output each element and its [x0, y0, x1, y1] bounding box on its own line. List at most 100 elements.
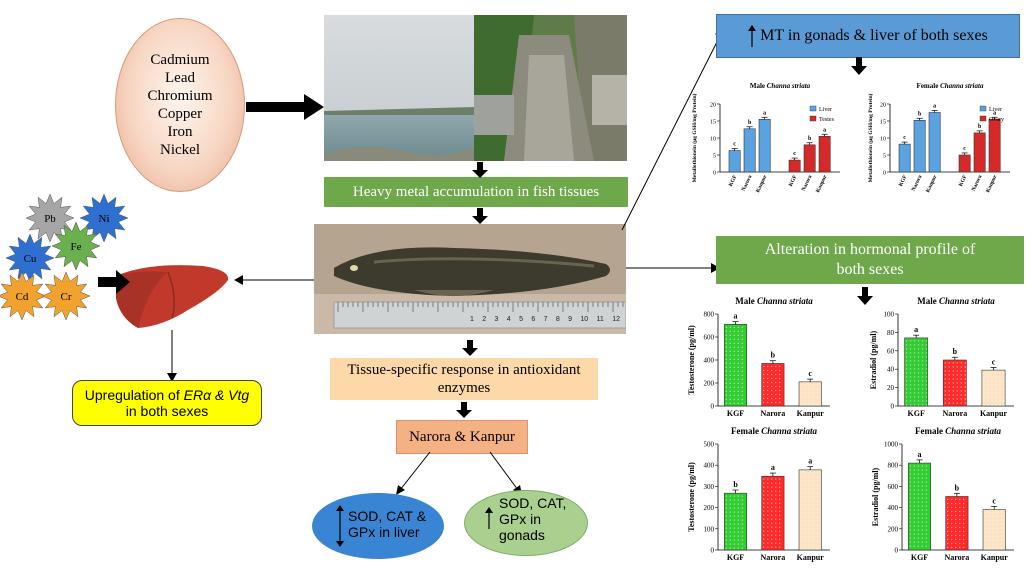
- bar-texture: [729, 358, 732, 361]
- bar-texture: [917, 392, 920, 394]
- bar-texture: [812, 496, 814, 498]
- bar-texture: [778, 369, 781, 372]
- bar-texture: [954, 514, 957, 517]
- bar-texture: [729, 398, 732, 401]
- bar-texture: [983, 372, 985, 374]
- bar-texture: [913, 477, 916, 479]
- significance-letter: a: [808, 457, 812, 466]
- bar-texture: [954, 518, 957, 521]
- chart-testosterone-male: Male Channa striata0200400600800Testoste…: [687, 296, 830, 418]
- bar-texture: [741, 382, 744, 385]
- bar-texture: [950, 534, 953, 537]
- bar-texture: [725, 354, 728, 357]
- bar-texture: [952, 366, 954, 368]
- bar-texture: [909, 376, 912, 378]
- bar-texture: [954, 546, 957, 549]
- bar-texture: [917, 545, 920, 547]
- bar-texture: [729, 543, 732, 545]
- legend-swatch: [979, 115, 987, 122]
- bar-texture: [737, 350, 740, 353]
- bar-texture: [741, 511, 744, 513]
- bar-texture: [999, 376, 1001, 378]
- bar-texture: [913, 396, 916, 398]
- bar-texture: [725, 398, 728, 401]
- bar-texture: [921, 509, 924, 511]
- bar-texture: [954, 506, 957, 509]
- bar-texture: [741, 543, 744, 545]
- bar-texture: [984, 531, 986, 534]
- bar-texture: [812, 516, 814, 518]
- ruler-number: 5: [519, 316, 523, 323]
- significance-letter: a: [823, 127, 826, 133]
- bar-texture: [917, 505, 920, 507]
- bar-texture: [766, 373, 769, 376]
- bar-texture: [804, 396, 806, 398]
- bar-texture: [770, 482, 773, 484]
- bar-texture: [766, 381, 769, 384]
- y-tick-label: 200: [704, 380, 715, 388]
- bar-texture: [992, 539, 994, 542]
- y-tick-label: 600: [888, 483, 899, 491]
- arrow-liver-to-upregulation: [167, 330, 177, 382]
- bar-texture: [996, 511, 998, 514]
- bar-texture: [800, 472, 802, 474]
- bar-texture: [800, 392, 802, 394]
- bar: [788, 159, 801, 173]
- bar-texture: [804, 532, 806, 534]
- bar-texture: [741, 378, 744, 381]
- liver-illustration: [116, 265, 229, 328]
- bar-texture: [800, 492, 802, 494]
- bar-texture: [960, 382, 962, 384]
- x-tick-label: KGF: [727, 409, 744, 418]
- bar-texture: [804, 392, 806, 394]
- bar-texture: [762, 482, 765, 484]
- bar-texture: [741, 507, 744, 509]
- bar-texture: [996, 539, 998, 542]
- bar-texture: [964, 398, 966, 400]
- bar-texture: [762, 397, 765, 400]
- bar-texture: [925, 481, 928, 483]
- ruler-number: 1: [470, 316, 474, 323]
- chart-title: Male Channa striata: [750, 82, 811, 90]
- bar-texture: [905, 404, 908, 406]
- bar-texture: [960, 362, 962, 364]
- bar-texture: [954, 498, 957, 501]
- bar-texture: [778, 377, 781, 380]
- bar-texture: [808, 540, 810, 542]
- bar-texture: [733, 511, 736, 513]
- bar-texture: [925, 388, 928, 390]
- bar-texture: [741, 334, 744, 337]
- bar-texture: [913, 537, 916, 539]
- bar-texture: [733, 507, 736, 509]
- bar-texture: [774, 526, 777, 528]
- bar-texture: [778, 514, 781, 516]
- bar-texture: [946, 510, 949, 513]
- significance-letter: c: [963, 146, 966, 152]
- bar-texture: [774, 482, 777, 484]
- bar-texture: [812, 484, 814, 486]
- bar-texture: [946, 518, 949, 521]
- ruler-number: 11: [596, 316, 604, 323]
- bar-texture: [988, 535, 990, 538]
- bar-texture: [987, 388, 989, 390]
- chart-title: Male Channa striata: [917, 296, 995, 306]
- bar-texture: [766, 490, 769, 492]
- bar-texture: [917, 388, 920, 390]
- y-tick-label: 0: [713, 171, 716, 177]
- bar-texture: [766, 385, 769, 388]
- arrow-down-4: [456, 402, 472, 418]
- bar-texture: [741, 495, 744, 497]
- bar-texture: [770, 542, 773, 544]
- bar-texture: [804, 516, 806, 518]
- bar-texture: [913, 465, 916, 467]
- bar-texture: [958, 502, 961, 505]
- bar-texture: [1003, 384, 1005, 386]
- bar-texture: [737, 358, 740, 361]
- y-tick-label: 200: [888, 525, 899, 533]
- bar-texture: [766, 389, 769, 392]
- bar-texture: [991, 384, 993, 386]
- bar-texture: [812, 392, 814, 394]
- gonad-oval-line1: SOD, CAT,: [499, 495, 567, 511]
- bar-texture: [988, 531, 990, 534]
- bar-texture: [956, 366, 958, 368]
